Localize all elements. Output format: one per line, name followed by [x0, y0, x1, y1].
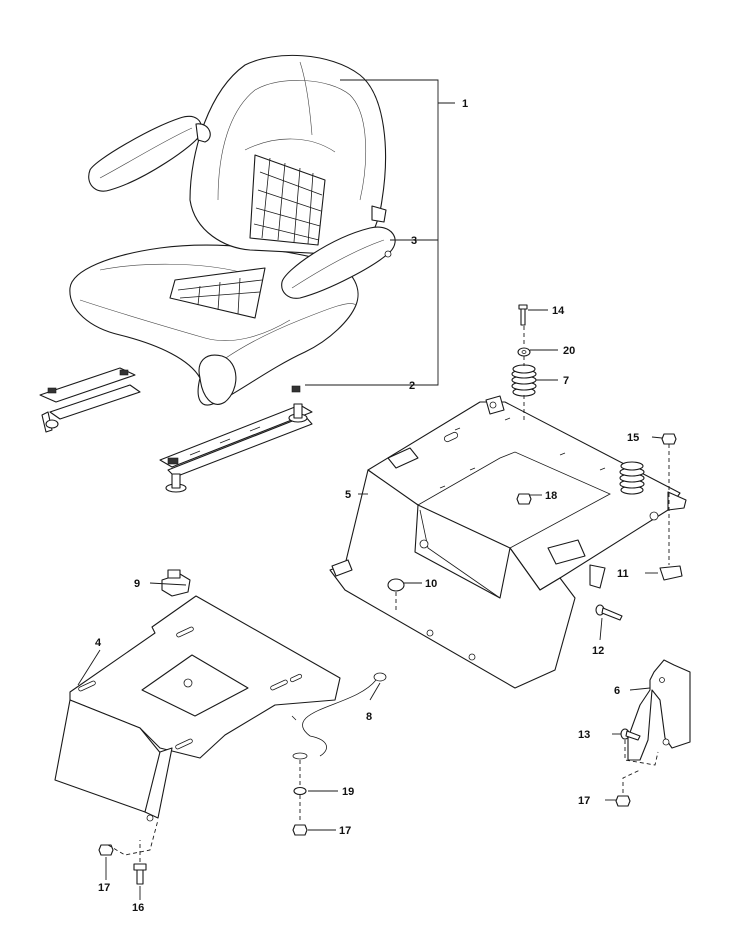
callout-14: 14	[552, 305, 565, 317]
callout-10: 10	[425, 578, 437, 590]
washer-19	[293, 786, 307, 796]
callout-18: 18	[545, 490, 557, 502]
seat-switch-9	[161, 569, 191, 597]
callout-1: 1	[462, 98, 468, 110]
nut-17-floor	[98, 844, 114, 856]
seat-slide-rails	[39, 367, 313, 493]
callout-17-cable: 17	[339, 825, 351, 837]
bracket-6	[627, 659, 691, 761]
nut-15	[661, 433, 677, 445]
seat-backrest	[189, 54, 387, 256]
left-armrest	[88, 115, 202, 192]
callout-20: 20	[563, 345, 575, 357]
bolt-16	[133, 863, 147, 885]
callout-11: 11	[617, 568, 629, 580]
callout-16: 16	[132, 902, 144, 914]
callout-12: 12	[592, 645, 604, 657]
plug-10	[387, 578, 405, 592]
callout-19: 19	[342, 786, 354, 798]
assembly-dash-lines	[107, 326, 670, 862]
leader-lines	[77, 79, 663, 900]
cable-8	[291, 672, 387, 760]
callout-13: 13	[578, 729, 590, 741]
callout-17-bracket: 17	[578, 795, 590, 807]
callout-17-floor: 17	[98, 882, 110, 894]
callout-6: 6	[614, 685, 620, 697]
bolt-14	[518, 304, 528, 326]
clip-11	[659, 565, 683, 581]
callout-8: 8	[366, 711, 372, 723]
bolt-12	[595, 604, 623, 621]
spring-top	[511, 364, 537, 397]
callout-3: 3	[411, 235, 417, 247]
callout-2: 2	[409, 380, 415, 392]
lumbar-lattice	[169, 154, 326, 319]
nut-17-bracket	[615, 795, 631, 807]
callout-15: 15	[627, 432, 639, 444]
callout-7: 7	[563, 375, 569, 387]
nut-18	[516, 493, 532, 505]
nut-17-cable	[292, 824, 308, 836]
spring-right	[619, 461, 645, 495]
floor-pan	[54, 595, 341, 822]
callout-5: 5	[345, 489, 351, 501]
seat-assembly	[39, 54, 396, 493]
callout-labels: 1 3 2 14 20 7 15 5 18 11 9 10 12 4 6 8 1…	[95, 98, 639, 914]
callout-9: 9	[134, 578, 140, 590]
callout-4: 4	[95, 637, 102, 649]
